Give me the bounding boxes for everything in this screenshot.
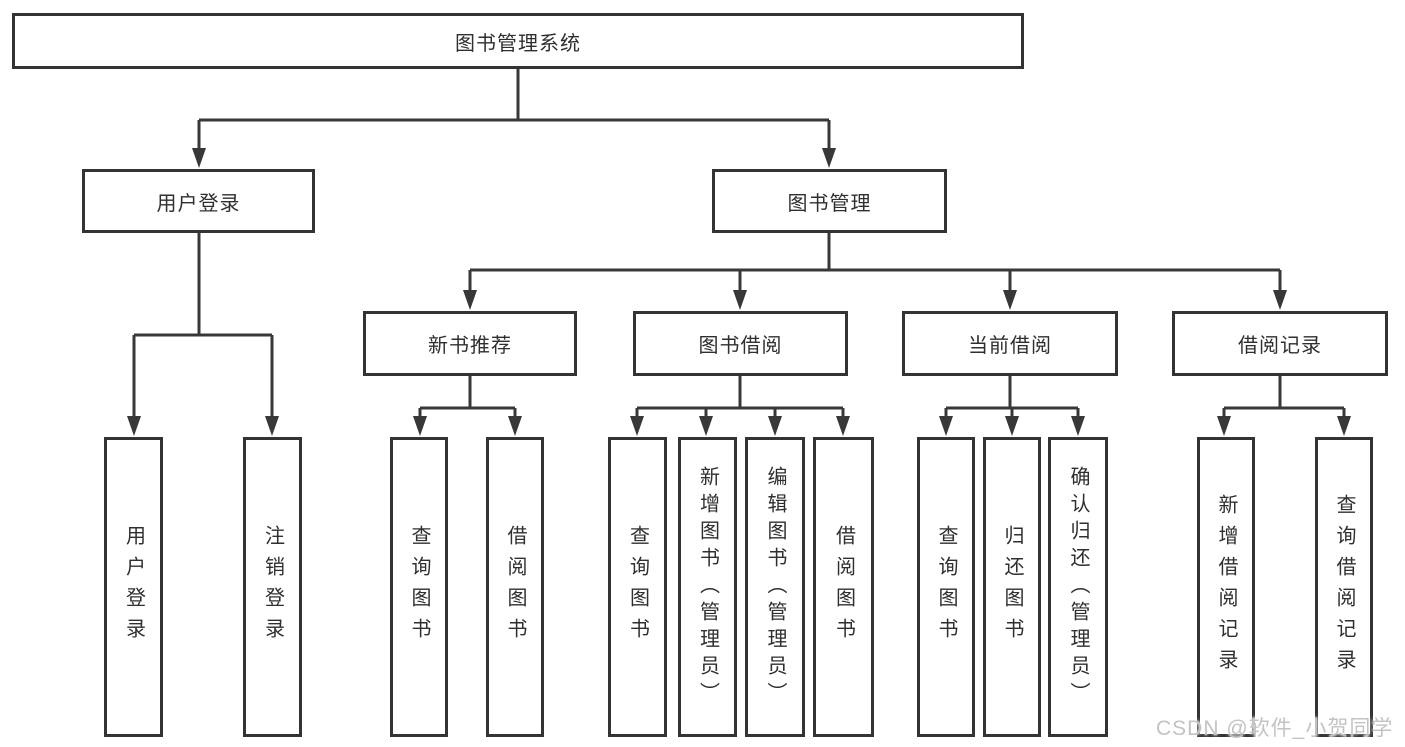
node-current-borrowing: 当前借阅 [902, 311, 1118, 376]
leaf-borrowing-edit-books-admin: 编辑图书（管理员） [745, 437, 805, 737]
leaf-current-confirm-return-admin: 确认归还（管理员） [1048, 437, 1108, 737]
leaf-borrowing-add-books-admin: 新增图书（管理员） [678, 437, 737, 737]
node-user-login: 用户登录 [82, 169, 315, 233]
leaf-user-login: 用户登录 [104, 437, 163, 737]
node-new-book-recommend: 新书推荐 [363, 311, 577, 376]
leaf-logout: 注销登录 [243, 437, 302, 737]
leaf-records-query-record: 查询借阅记录 [1315, 437, 1373, 737]
node-book-management: 图书管理 [712, 169, 947, 233]
arrowheads [127, 148, 1351, 436]
leaf-records-add-record: 新增借阅记录 [1197, 437, 1255, 737]
leaf-newbook-query-books: 查询图书 [390, 437, 448, 737]
leaf-current-return-books: 归还图书 [983, 437, 1041, 737]
leaf-borrowing-borrow-books: 借阅图书 [813, 437, 874, 737]
leaf-borrowing-query-books: 查询图书 [608, 437, 667, 737]
node-book-borrowing: 图书借阅 [633, 311, 848, 376]
leaf-newbook-borrow-books: 借阅图书 [486, 437, 544, 737]
csdn-watermark: CSDN @软件_小贺同学 [1156, 717, 1394, 740]
node-borrowing-records: 借阅记录 [1172, 311, 1388, 376]
node-library-management-system: 图书管理系统 [12, 13, 1024, 69]
leaf-current-query-books: 查询图书 [917, 437, 975, 737]
connector-lines [132, 69, 1346, 420]
